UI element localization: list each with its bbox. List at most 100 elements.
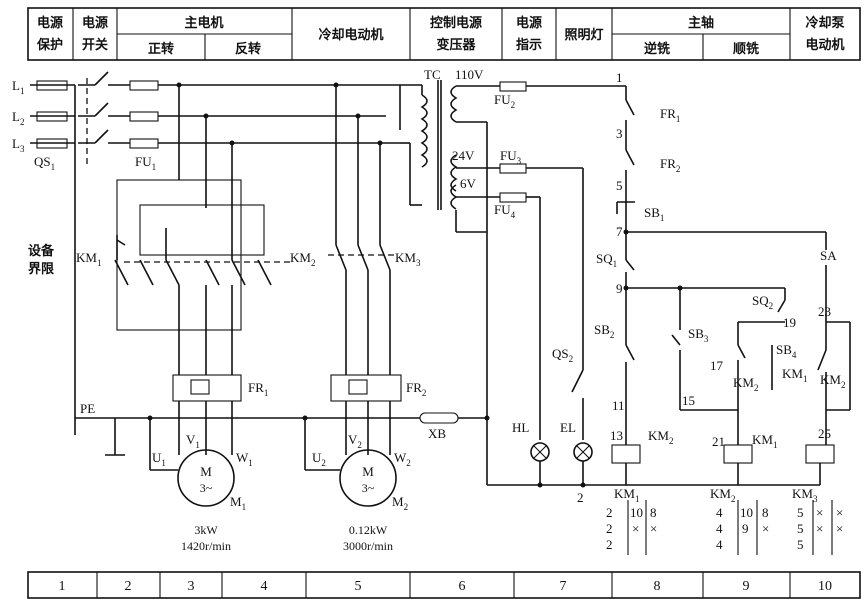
label-fu2: FU2 (494, 92, 515, 110)
km1-coil (611, 444, 641, 464)
motor-m2 (339, 449, 397, 507)
label-sb1: SB1 (644, 205, 664, 223)
col-1: 1 (59, 579, 66, 594)
label-fu4: FU4 (494, 202, 516, 220)
fu1-c (129, 138, 159, 149)
col-3: 3 (188, 579, 195, 594)
label-hl: HL (512, 420, 529, 435)
hdr-power-switch-2: 开关 (82, 37, 108, 53)
label-u1: U1 (152, 450, 166, 468)
ct-km3-r2c1: 5 (797, 521, 804, 536)
col-5: 5 (355, 579, 362, 594)
col-6: 6 (459, 579, 466, 594)
power-supply (30, 71, 422, 435)
label-sb3: SB3 (688, 326, 709, 344)
ct-km2-r1c2: 10 (740, 505, 753, 520)
m2-phase: 3~ (362, 481, 375, 495)
hdr-power-protect-1: 电源 (37, 15, 63, 31)
ct-km2-r2c1: 4 (716, 521, 723, 536)
hdr-forward: 正转 (148, 41, 174, 57)
ct-km1-r3c1: 2 (606, 537, 613, 552)
label-24v: 24V (452, 148, 475, 163)
label-m2: M2 (392, 494, 408, 512)
label-fu1: FU1 (135, 154, 156, 172)
hdr-power-protect-2: 保护 (36, 37, 63, 53)
ct-km1-r1c2: 10 (630, 505, 643, 520)
node-11: 11 (612, 398, 625, 413)
m2-speed: 3000r/min (343, 539, 393, 553)
hdr-ctrl-transformer-1: 控制电源 (430, 15, 482, 31)
label-fr1-ctrl: FR1 (660, 106, 680, 124)
fu1-a (129, 80, 159, 91)
col-2: 2 (125, 579, 132, 594)
control-circuit (611, 86, 851, 485)
label-km1: KM1 (76, 250, 101, 268)
ct-km1-r1c1: 2 (606, 505, 613, 520)
node-25: 25 (818, 426, 831, 441)
xb-link (419, 412, 459, 424)
ct-km2-r1c3: 8 (762, 505, 769, 520)
label-l3: L3 (12, 136, 25, 154)
ct-km1-label: KM1 (614, 486, 639, 504)
label-m1: M1 (230, 494, 246, 512)
ct-km3-r1c1: 5 (797, 505, 804, 520)
label-l2: L2 (12, 109, 24, 127)
ct-km2-r1c1: 4 (716, 505, 723, 520)
label-boundary-2: 界限 (28, 261, 55, 277)
header-table: 电源 保护 电源 开关 主电机 正转 反转 冷却电动机 控制电源 变压器 电源 … (27, 7, 861, 61)
m1-power: 3kW (194, 523, 218, 537)
hdr-up-milling: 逆铣 (644, 41, 670, 57)
label-v2: V2 (348, 432, 362, 450)
label-w1: W1 (236, 450, 253, 468)
hdr-lighting: 照明灯 (564, 27, 603, 43)
motor-m1 (177, 449, 235, 507)
ct-km1-r2c1: 2 (606, 521, 613, 536)
node-7: 7 (616, 224, 623, 239)
hdr-coolant-motor: 冷却电动机 (318, 27, 383, 43)
label-km1-par: KM1 (782, 366, 807, 384)
label-fr2-ctrl: FR2 (660, 156, 680, 174)
main-motor-circuit (114, 179, 290, 507)
label-110v: 110V (455, 67, 484, 82)
coolant-motor-circuit (304, 244, 402, 507)
hdr-coolant-pump-1: 冷却泵 (805, 15, 844, 31)
label-sb4: SB4 (776, 342, 797, 360)
ct-km3-label: KM3 (792, 486, 818, 504)
label-km2-int: KM2 (648, 428, 673, 446)
label-sq2: SQ2 (752, 293, 773, 311)
m1-speed: 1420r/min (181, 539, 231, 553)
hdr-power-switch-1: 电源 (82, 15, 108, 31)
fr1-relay (172, 374, 242, 402)
label-qs1: QS1 (34, 154, 55, 172)
col-4: 4 (261, 579, 268, 594)
label-sb2: SB2 (594, 322, 614, 340)
hdr-reverse: 反转 (235, 41, 261, 57)
hdr-down-milling: 顺铣 (733, 41, 759, 57)
footer-columns: 1 2 3 4 5 6 7 8 9 10 (27, 571, 861, 599)
col-8: 8 (654, 579, 661, 594)
label-6v: 6V (460, 176, 477, 191)
label-el: EL (560, 420, 576, 435)
ct-km2-r2c2: 9 (742, 521, 749, 536)
fu1-b (129, 111, 159, 122)
node-13: 13 (610, 428, 623, 443)
label-v1: V1 (186, 432, 200, 450)
label-km2-ctrl: KM2 (733, 375, 758, 393)
ct-km1-r2c2: × (632, 521, 639, 536)
label-boundary-1: 设备 (28, 243, 55, 259)
ct-km2-r3c1: 4 (716, 537, 723, 552)
contact-tables (627, 500, 833, 555)
label-km3: KM3 (395, 250, 421, 268)
label-fu3: FU3 (500, 148, 522, 166)
ct-km3-r1c2: × (816, 505, 823, 520)
label-pe: PE (80, 401, 95, 416)
label-sa: SA (820, 248, 837, 263)
label-km2: KM2 (290, 250, 315, 268)
col-7: 7 (560, 579, 567, 594)
node-23: 23 (818, 304, 831, 319)
label-w2: W2 (394, 450, 411, 468)
m1-letter: M (200, 464, 212, 479)
hdr-power-indicator-2: 指示 (516, 37, 542, 53)
node-19: 19 (783, 315, 796, 330)
header-border (27, 7, 861, 61)
